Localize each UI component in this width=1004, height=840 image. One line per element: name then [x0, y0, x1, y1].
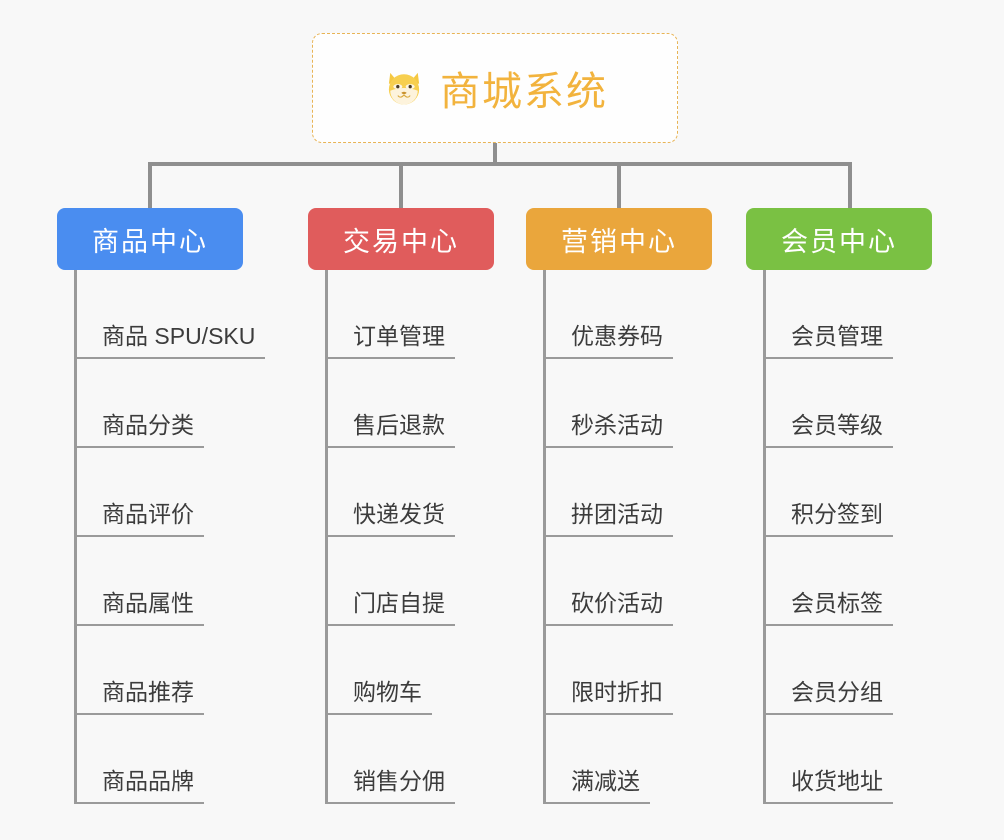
leaf-item[interactable]: 收货地址 [763, 715, 893, 804]
leaf-item[interactable]: 限时折扣 [543, 626, 673, 715]
category-header-1[interactable]: 商品中心 [57, 208, 243, 270]
leaf-trunk-line-3 [543, 270, 546, 804]
connector-drop-1 [148, 162, 152, 210]
category-header-3[interactable]: 营销中心 [526, 208, 712, 270]
leaf-item-label: 商品分类 [74, 406, 204, 448]
leaf-item[interactable]: 门店自提 [325, 537, 455, 626]
leaf-item[interactable]: 会员分组 [763, 626, 893, 715]
category-header-2[interactable]: 交易中心 [308, 208, 494, 270]
leaf-trunk-line-2 [325, 270, 328, 804]
category-column-3: 营销中心优惠券码秒杀活动拼团活动砍价活动限时折扣满减送 [526, 208, 712, 804]
leaf-item-label: 砍价活动 [543, 584, 673, 626]
leaf-item-label: 商品 SPU/SKU [74, 317, 266, 359]
leaf-item[interactable]: 销售分佣 [325, 715, 455, 804]
leaf-item-label: 商品品牌 [74, 762, 204, 804]
leaf-item-label: 商品评价 [74, 495, 204, 537]
category-column-2: 交易中心订单管理售后退款快递发货门店自提购物车销售分佣 [308, 208, 494, 804]
leaf-item[interactable]: 会员等级 [763, 359, 893, 448]
leaf-item-label: 订单管理 [325, 317, 455, 359]
leaf-item[interactable]: 商品属性 [74, 537, 265, 626]
leaf-item[interactable]: 商品评价 [74, 448, 265, 537]
leaf-item[interactable]: 会员标签 [763, 537, 893, 626]
leaf-item[interactable]: 购物车 [325, 626, 455, 715]
leaf-item[interactable]: 商品分类 [74, 359, 265, 448]
leaf-item-label: 拼团活动 [543, 495, 673, 537]
leaf-item-label: 满减送 [543, 762, 650, 804]
leaf-item[interactable]: 商品 SPU/SKU [74, 270, 266, 359]
leaf-item[interactable]: 快递发货 [325, 448, 455, 537]
leaf-item-label: 快递发货 [325, 495, 455, 537]
connector-drop-3 [617, 162, 621, 210]
leaf-item-label: 会员等级 [763, 406, 893, 448]
connector-horizontal-bus [148, 162, 852, 166]
leaf-item[interactable]: 优惠券码 [543, 270, 673, 359]
leaf-item[interactable]: 商品品牌 [74, 715, 265, 804]
leaf-list-3: 优惠券码秒杀活动拼团活动砍价活动限时折扣满减送 [543, 270, 673, 804]
connector-drop-2 [399, 162, 403, 210]
leaf-item[interactable]: 秒杀活动 [543, 359, 673, 448]
leaf-item-label: 会员标签 [763, 584, 893, 626]
leaf-item[interactable]: 砍价活动 [543, 537, 673, 626]
leaf-list-2: 订单管理售后退款快递发货门店自提购物车销售分佣 [325, 270, 455, 804]
leaf-item[interactable]: 满减送 [543, 715, 673, 804]
leaf-item-label: 售后退款 [325, 406, 455, 448]
root-title: 商城系统 [440, 70, 608, 114]
shiba-dog-icon [382, 66, 426, 110]
leaf-item[interactable]: 商品推荐 [74, 626, 265, 715]
leaf-item-label: 会员管理 [763, 317, 893, 359]
category-column-1: 商品中心商品 SPU/SKU 商品分类商品评价商品属性商品推荐商品品牌 [57, 208, 266, 804]
leaf-item-label: 会员分组 [763, 673, 893, 715]
leaf-item[interactable]: 拼团活动 [543, 448, 673, 537]
root-node-mall-system[interactable]: 商城系统 [312, 33, 678, 143]
leaf-item-label: 商品推荐 [74, 673, 204, 715]
leaf-item-label: 优惠券码 [543, 317, 673, 359]
leaf-item-label: 销售分佣 [325, 762, 455, 804]
leaf-item[interactable]: 积分签到 [763, 448, 893, 537]
leaf-item-label: 商品属性 [74, 584, 204, 626]
leaf-item-label: 限时折扣 [543, 673, 673, 715]
leaf-item-label: 购物车 [325, 673, 432, 715]
connector-root-stem [493, 143, 497, 166]
leaf-item-label: 收货地址 [763, 762, 893, 804]
leaf-list-4: 会员管理会员等级积分签到会员标签会员分组收货地址 [763, 270, 893, 804]
category-header-4[interactable]: 会员中心 [746, 208, 932, 270]
connector-drop-4 [848, 162, 852, 210]
leaf-item[interactable]: 售后退款 [325, 359, 455, 448]
leaf-list-1: 商品 SPU/SKU 商品分类商品评价商品属性商品推荐商品品牌 [74, 270, 266, 804]
leaf-item-label: 积分签到 [763, 495, 893, 537]
leaf-item-label: 秒杀活动 [543, 406, 673, 448]
category-column-4: 会员中心会员管理会员等级积分签到会员标签会员分组收货地址 [746, 208, 932, 804]
leaf-item-label: 门店自提 [325, 584, 455, 626]
leaf-item[interactable]: 订单管理 [325, 270, 455, 359]
leaf-item[interactable]: 会员管理 [763, 270, 893, 359]
leaf-trunk-line-4 [763, 270, 766, 804]
leaf-trunk-line-1 [74, 270, 77, 804]
